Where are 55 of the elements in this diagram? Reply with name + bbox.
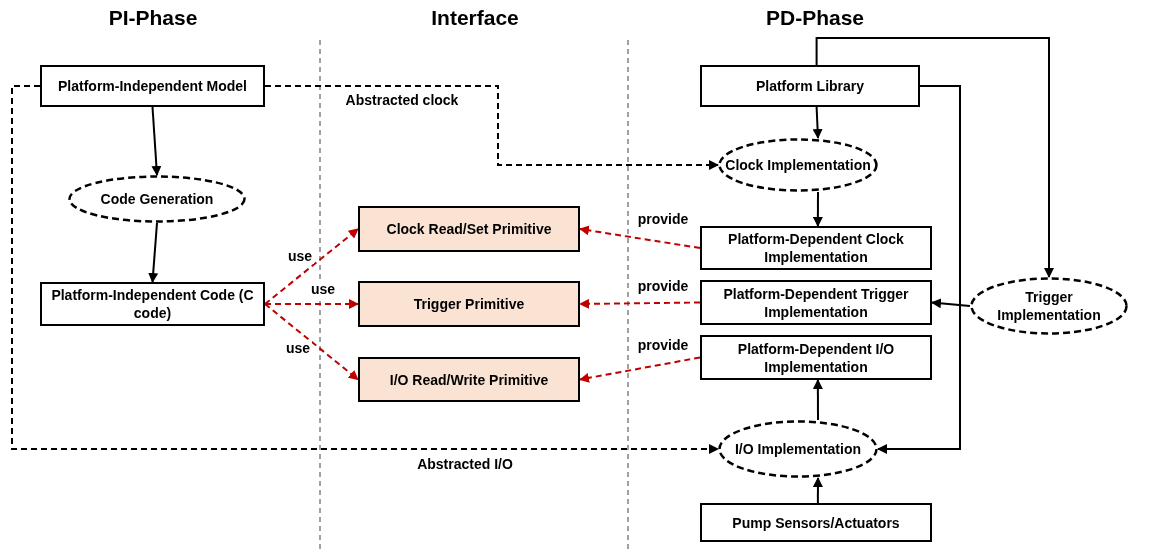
edge-label: provide	[635, 337, 691, 353]
process-box	[358, 206, 580, 252]
dashed-ellipse	[970, 277, 1128, 335]
node-label: Clock Read/Set Primitive	[385, 220, 553, 238]
process-box	[358, 281, 580, 327]
process-box	[40, 65, 265, 107]
edge-label: Abstracted I/O	[415, 456, 515, 472]
node-label: Code Generation	[99, 190, 215, 208]
node-label: I/O Read/Write Primitive	[388, 370, 550, 389]
edge-label: provide	[635, 211, 691, 227]
process-box	[700, 503, 932, 542]
arrow	[11, 85, 719, 454]
arrow	[812, 106, 823, 139]
edge-label: provide	[635, 278, 691, 294]
arrow	[931, 298, 971, 309]
node-label: Clock Implementation	[724, 156, 872, 174]
arrow	[264, 85, 719, 170]
arrow	[579, 298, 701, 309]
process-box	[700, 226, 932, 270]
arrow	[579, 225, 701, 249]
arrow	[264, 303, 359, 381]
edge-label: use	[308, 281, 338, 297]
arrow	[579, 356, 701, 383]
node-label: I/O Implementation	[734, 440, 862, 458]
edge-label: use	[283, 340, 313, 356]
arrow	[151, 106, 162, 176]
node-label: Trigger Implementation	[996, 288, 1102, 324]
dashed-ellipse	[718, 138, 878, 192]
column-heading: PI-Phase	[108, 6, 198, 30]
arrow	[877, 85, 961, 454]
arrow	[812, 477, 823, 504]
process-box	[700, 335, 932, 380]
node-label: Platform-Independent Model	[57, 77, 248, 95]
arrow	[812, 191, 823, 227]
arrow	[264, 299, 359, 309]
arrow	[148, 222, 159, 283]
process-box	[700, 65, 920, 107]
node-label: Platform-Independent Code (C code)	[50, 286, 255, 322]
node-label: Pump Sensors/Actuators	[731, 513, 901, 532]
node-label: Trigger Primitive	[412, 295, 526, 313]
arrow	[815, 37, 1054, 278]
node-label: Platform-Dependent Clock Implementation	[727, 230, 905, 266]
node-label: Platform-Dependent I/O Implementation	[736, 339, 896, 376]
edge-label: Abstracted clock	[343, 92, 461, 108]
dashed-ellipse	[68, 175, 246, 223]
node-label: Platform Library	[754, 77, 866, 95]
process-box	[40, 282, 265, 326]
process-box	[358, 357, 580, 402]
arrow	[812, 379, 823, 421]
process-box	[700, 280, 932, 325]
column-heading: PD-Phase	[766, 6, 864, 30]
node-label: Platform-Dependent Trigger Implementation	[722, 284, 910, 321]
dashed-ellipse	[718, 420, 878, 478]
arrow	[264, 228, 359, 305]
column-heading: Interface	[431, 6, 519, 30]
